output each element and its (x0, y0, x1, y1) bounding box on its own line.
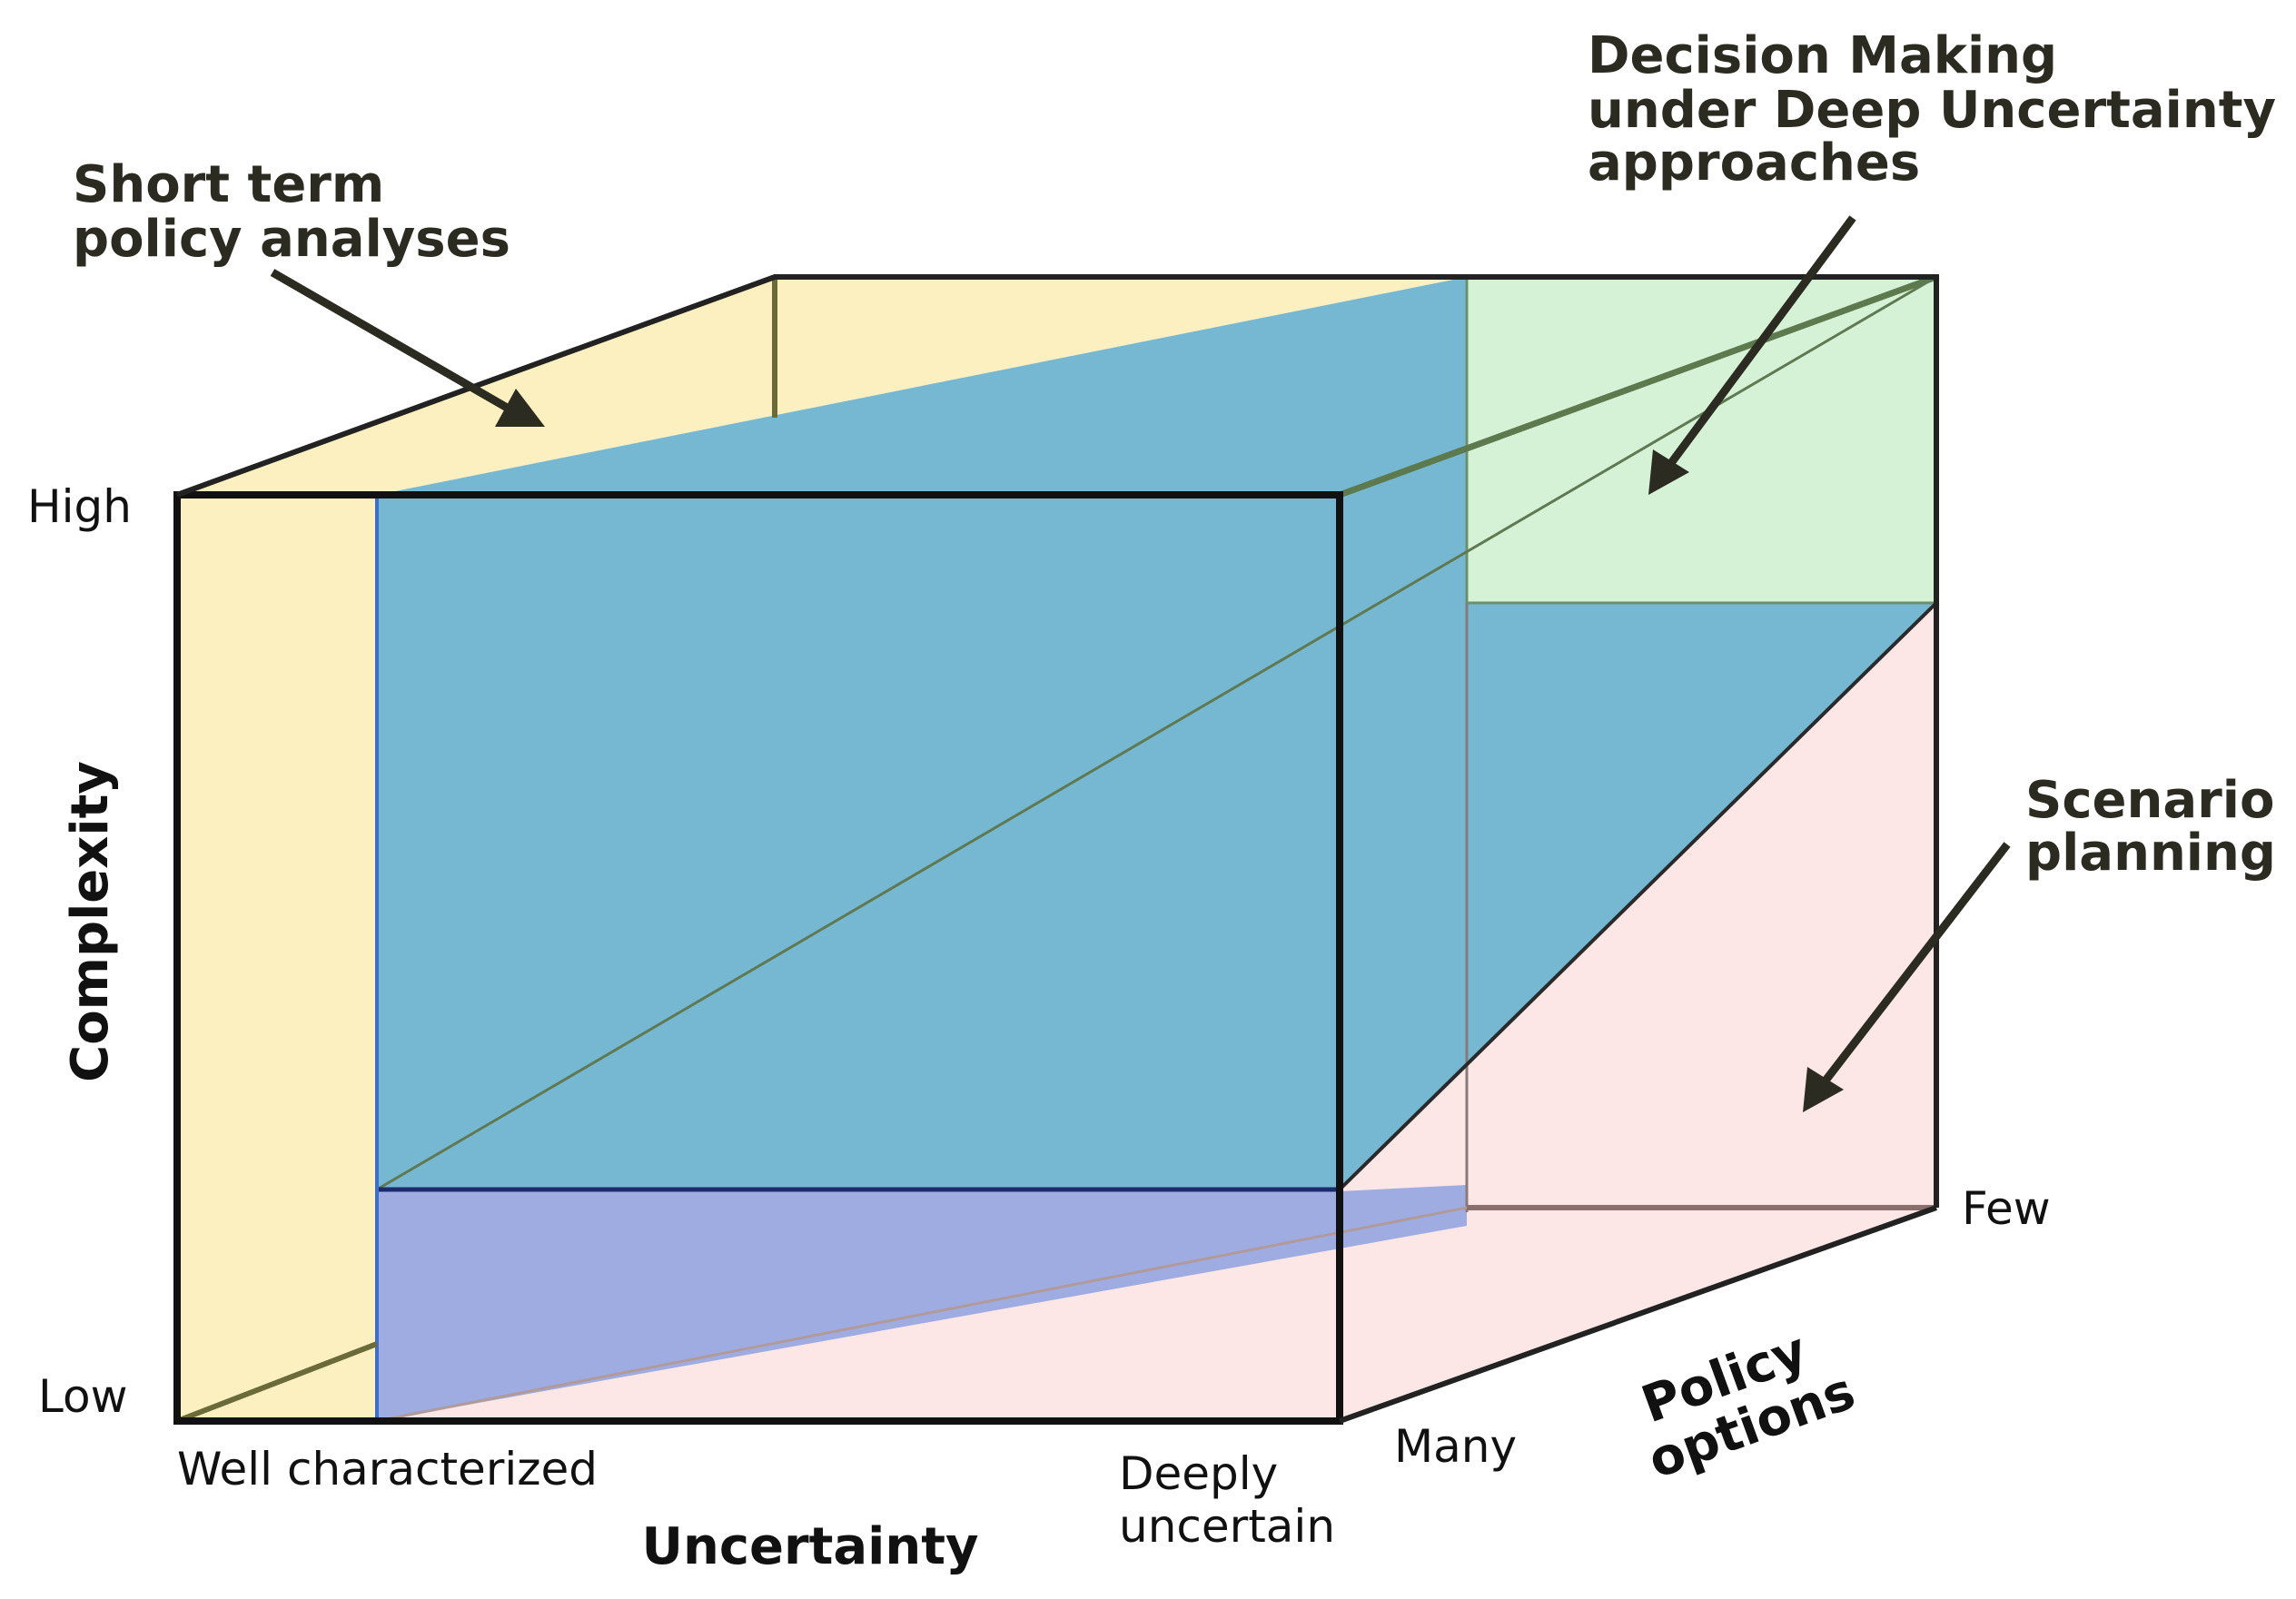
callout-arrows (270, 215, 2011, 1112)
complexity-low-label: Low (38, 1370, 127, 1423)
dmdu-arrow (1668, 215, 1856, 466)
policy-many-label: Many (1394, 1420, 1517, 1473)
short-term-top (177, 277, 1467, 495)
dmdu-label-line1: Decision Making (1588, 26, 2057, 85)
complexity-axis-title: Complexity (61, 761, 120, 1082)
dmdu-label-line3: approaches (1588, 133, 1920, 192)
uncertainty-axis-title: Uncertainty (641, 1517, 978, 1576)
short-term-label-line2: policy analyses (73, 210, 510, 269)
complexity-high-label: High (27, 480, 132, 533)
short-term-arrowhead (495, 389, 545, 427)
policy-axis-title: Policy options (1634, 1321, 1862, 1491)
periwinkle-wedge (377, 1185, 1467, 1421)
scenario-label-line2: planning (2025, 824, 2276, 883)
scenario-label-line1: Scenario (2025, 771, 2274, 830)
dmdu-right-upper (1340, 277, 1936, 603)
short-term-front (177, 495, 377, 1421)
policy-few-label: Few (1962, 1182, 2051, 1235)
dmdu-arrowhead (1648, 449, 1689, 495)
uncertainty-left-label: Well characterized (177, 1443, 598, 1495)
teal-top (377, 277, 1467, 603)
uncertainty-right-label-line1: Deeply (1119, 1447, 1278, 1500)
short-term-label-line1: Short term (73, 155, 384, 214)
teal-slope (1340, 277, 1936, 1189)
scenario-arrow (1822, 842, 2011, 1083)
teal-front (377, 495, 1340, 1189)
short-term-arrow (270, 269, 511, 412)
scenario-arrowhead (1803, 1067, 1844, 1112)
scenario-right-lower (1340, 603, 1936, 1421)
inner-edges (175, 273, 1938, 1424)
dmdu-label-line2: under Deep Uncertainty (1588, 81, 2276, 140)
uncertainty-right-label-line2: uncertain (1119, 1500, 1335, 1553)
